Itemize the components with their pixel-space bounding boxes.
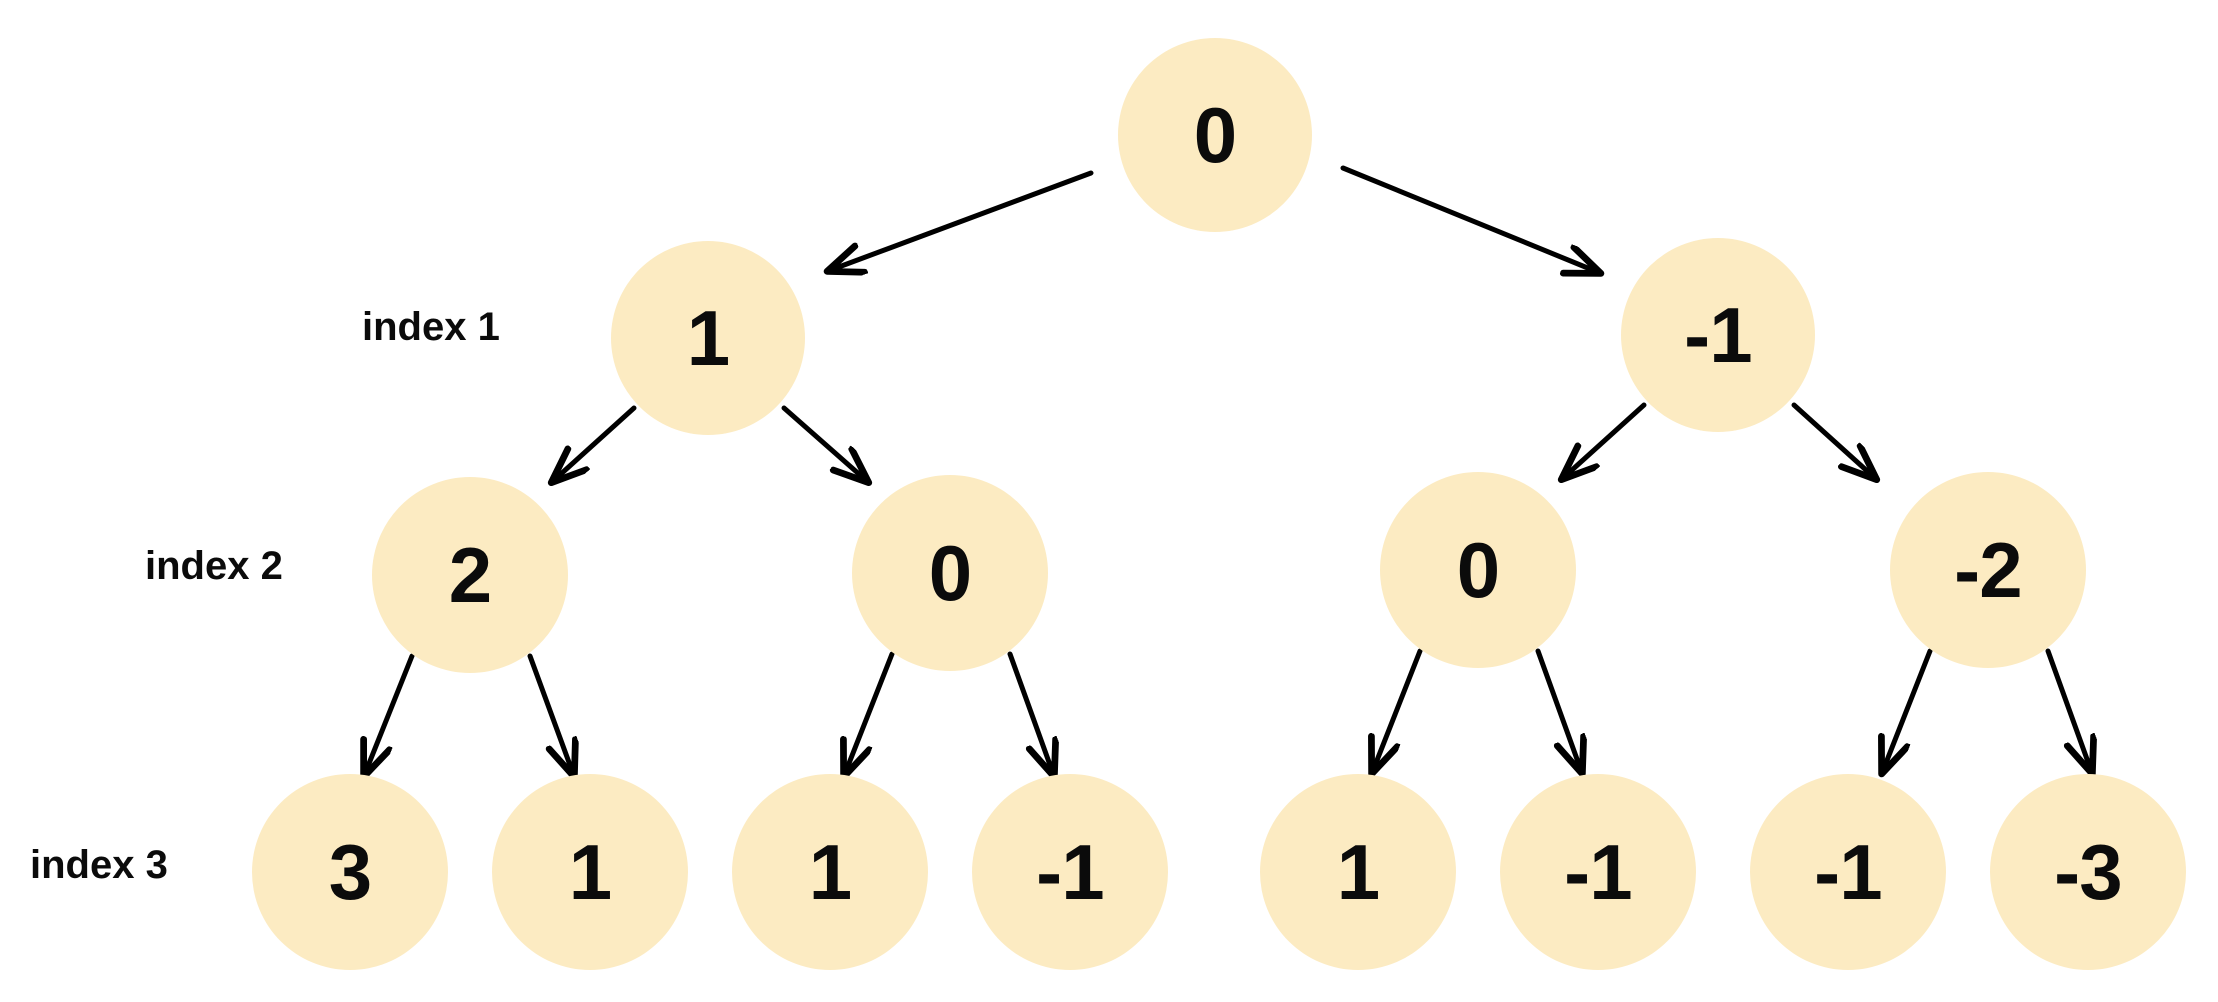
tree-node-l3g[interactable]: -1 [1750,774,1946,970]
tree-edge [781,405,868,482]
tree-edge [552,405,637,482]
node-value-label: 1 [808,828,852,916]
level-label-3: index 3 [30,843,168,887]
tree-edge [364,653,415,776]
tree-node-l1a[interactable]: 1 [611,241,805,435]
tree-node-l2c[interactable]: 0 [1380,472,1576,668]
tree-edge [1372,648,1423,773]
node-value-label: -1 [1564,828,1633,916]
tree-edge [527,653,574,776]
edges [364,165,2092,776]
tree-edge [1882,648,1933,773]
tree-edge [1562,402,1647,479]
node-value-label: 3 [328,828,372,916]
tree-edge [1791,402,1876,479]
tree-node-l2d[interactable]: -2 [1890,472,2086,668]
tree-node-l3h[interactable]: -3 [1990,774,2186,970]
node-value-label: 0 [928,529,972,617]
tree-edge [828,170,1094,271]
node-value-label: 1 [1336,828,1380,916]
node-value-label: 0 [1193,91,1237,179]
node-value-label: -1 [1684,291,1753,379]
node-value-label: -1 [1036,828,1105,916]
tree-edge [844,651,895,776]
tree-node-l3e[interactable]: 1 [1260,774,1456,970]
tree-node-l3a[interactable]: 3 [252,774,448,970]
tree-edge [2045,648,2092,773]
node-value-label: -2 [1954,526,2023,614]
tree-node-l3d[interactable]: -1 [972,774,1168,970]
tree-node-l2a[interactable]: 2 [372,477,568,673]
tree-node-l3c[interactable]: 1 [732,774,928,970]
tree-edge [1535,648,1582,773]
tree-edge [1340,165,1600,273]
tree-node-l1b[interactable]: -1 [1621,238,1815,432]
node-value-label: -3 [2054,828,2123,916]
node-value-label: -1 [1814,828,1883,916]
tree-node-l3b[interactable]: 1 [492,774,688,970]
node-value-label: 0 [1456,526,1500,614]
level-label-1: index 1 [362,305,500,349]
tree-node-root[interactable]: 0 [1118,38,1312,232]
tree-node-l2b[interactable]: 0 [852,475,1048,671]
tree-node-l3f[interactable]: -1 [1500,774,1696,970]
node-value-label: 1 [568,828,612,916]
node-value-label: 1 [686,294,730,382]
tree-edge [1007,651,1054,776]
node-value-label: 2 [448,531,492,619]
level-label-2: index 2 [145,544,283,588]
